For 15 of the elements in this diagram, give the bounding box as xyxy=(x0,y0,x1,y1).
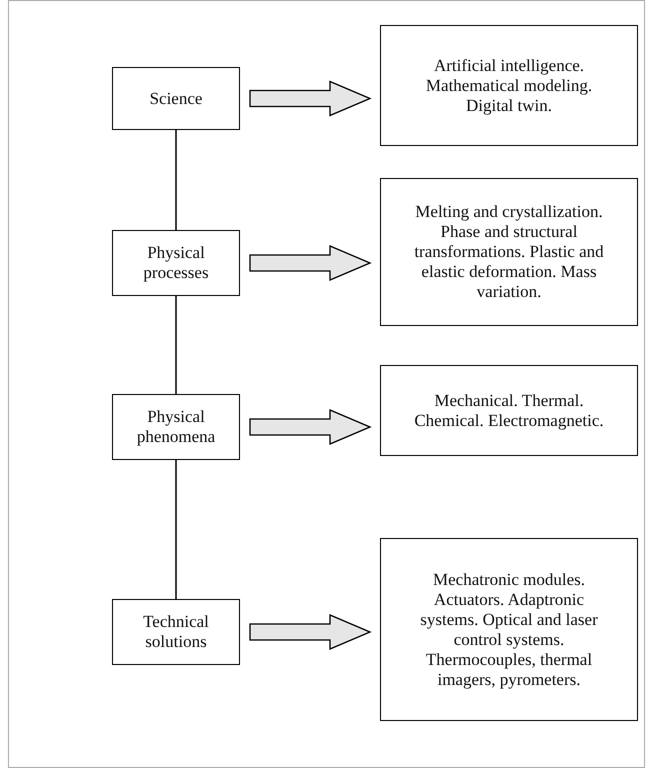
connector-line xyxy=(175,296,177,394)
block-arrow xyxy=(249,245,372,281)
block-arrow xyxy=(249,80,372,116)
category-box: Technical solutions xyxy=(112,599,240,665)
block-arrow xyxy=(249,614,372,650)
block-arrow xyxy=(249,409,372,445)
category-box: Science xyxy=(112,67,240,130)
description-box: Artificial intelligence. Mathematical modeling. Digital twin. xyxy=(380,25,638,146)
connector-line xyxy=(175,130,177,230)
category-box: Physical processes xyxy=(112,230,240,296)
description-box: Mechatronic modules. Actuators. Adaptronic systems. Optical and laser control systems. Thermocouples, thermal imagers, pyrometers. xyxy=(380,538,638,721)
category-box: Physical phenomena xyxy=(112,394,240,460)
description-box: Mechanical. Thermal. Chemical. Electromagnetic. xyxy=(380,365,638,456)
connector-line xyxy=(175,460,177,599)
description-box: Melting and crystallization. Phase and structural transformations. Plastic and elastic deformation. Mass variation. xyxy=(380,178,638,326)
